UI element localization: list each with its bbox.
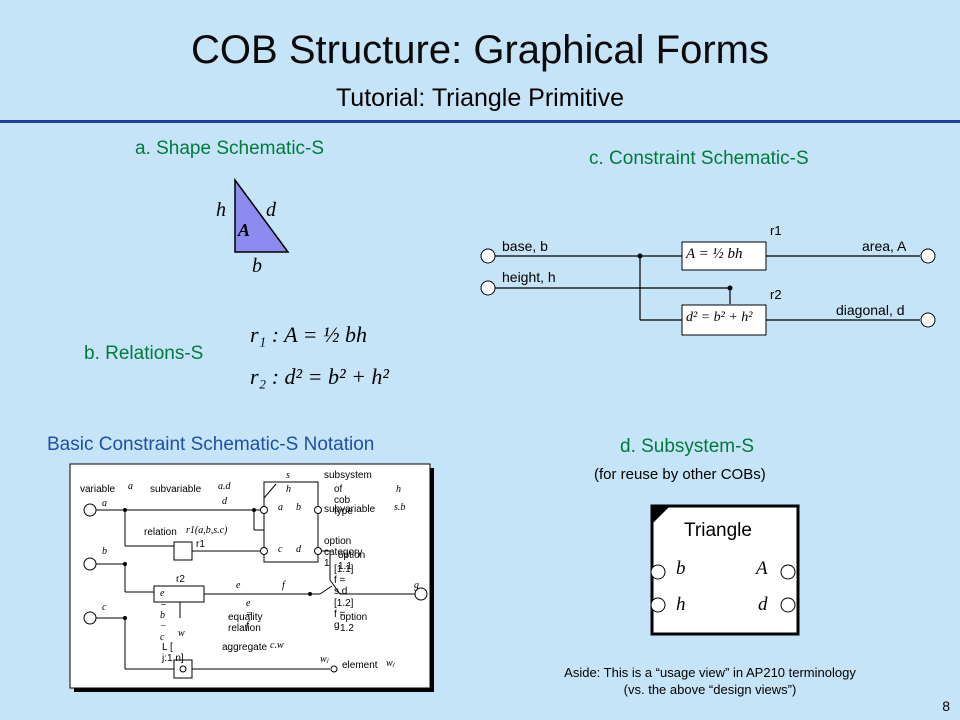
shape-h: h [216, 199, 226, 221]
nt-e-eq-f: e = f [246, 598, 253, 631]
nt-var-a: a [128, 481, 133, 492]
nt-agg-range: L [ j:1,n] [162, 642, 184, 664]
subsystem-box [263, 481, 319, 563]
shape-d: d [266, 199, 276, 221]
port-base [480, 248, 496, 264]
relation-box [173, 541, 193, 561]
slide-title: COB Structure: Graphical Forms [191, 28, 769, 72]
nt-element: element [342, 660, 378, 671]
relation-r2: r₂ : d² = b² + h² [250, 364, 390, 389]
nt-e: e [236, 580, 241, 591]
shape-A: A [238, 220, 251, 240]
title-divider [0, 120, 960, 123]
nt-equality: equality relation [228, 612, 263, 634]
subsystem-title: Triangle [684, 520, 752, 541]
label-r1: r1 [770, 223, 782, 238]
aside-line-1: Aside: This is a “usage view” in AP210 t… [564, 665, 856, 680]
nt-w: w [178, 628, 185, 639]
nt-h: h [286, 484, 291, 495]
triangle-shape [234, 177, 290, 253]
eq-r1: A = ½ bh [686, 246, 743, 262]
nt-r2-eq: e = b − c [160, 588, 167, 643]
panel-b-label: b. Relations-S [84, 343, 204, 364]
nt-opt-cat: option category 1 [324, 536, 363, 569]
nt-s: s [286, 470, 290, 481]
nt-wj: wⱼ [320, 654, 329, 665]
nt-opt11-eq: [1.1] f = s.d [334, 564, 354, 597]
port-d [780, 597, 796, 613]
nt-subvariable: subvariable [150, 484, 202, 495]
label-base: base, b [502, 238, 548, 254]
eq-r2: d² = b² + h² [686, 310, 753, 325]
page-number: 8 [942, 698, 950, 714]
notation-panel [69, 463, 431, 689]
slide-subtitle: Tutorial: Triangle Primitive [335, 84, 625, 112]
port-height [480, 280, 496, 296]
panel-c-label: c. Constraint Schematic-S [589, 148, 809, 169]
port-diagonal [920, 312, 936, 328]
nt-d: d [222, 496, 227, 507]
port-b [650, 564, 666, 580]
nt-g: g [414, 580, 419, 591]
nt-sub-ad: a.d [218, 481, 231, 492]
relation-r1: r₁ : A = ½ bh [250, 322, 368, 347]
nt-of-cob: of cob type [334, 484, 353, 517]
nt-subvariable2: subvariable [324, 504, 376, 515]
notation-label: Basic Constraint Schematic-S Notation [47, 434, 375, 455]
nt-port-a: a [278, 502, 283, 513]
panel-d-sublabel: (for reuse by other COBs) [594, 466, 766, 483]
relation-r1-box [681, 241, 767, 271]
label-height: height, h [502, 269, 556, 285]
notation-ports [83, 503, 428, 673]
label-area: area, A [862, 238, 907, 254]
nt-port-d: d [296, 544, 301, 555]
nt-f: f [282, 580, 285, 591]
label-diagonal: diagonal, d [836, 302, 905, 318]
port-A [780, 564, 796, 580]
nt-agg-cw: c.w [270, 640, 284, 651]
nt-opt11: option 1.1 [338, 550, 366, 572]
shape-b: b [252, 255, 262, 277]
subsystem-port-d: d [758, 594, 768, 615]
nt-a: a [102, 498, 107, 509]
subsystem-port-b: b [676, 558, 686, 579]
nt-r2: r2 [176, 574, 185, 585]
nt-r1: r1 [196, 539, 205, 550]
nt-sub-sb: s.b [394, 502, 406, 513]
relation-r2-box [681, 304, 767, 336]
subsystem-port-h: h [676, 594, 686, 615]
aside-line-2: (vs. the above “design views”) [623, 682, 797, 697]
nt-aggregate: aggregate [222, 642, 268, 653]
nt-opt12: option 1.2 [340, 612, 368, 634]
nt-opt12-eq: [1.2] f = g [334, 598, 354, 631]
nt-port-b: b [296, 502, 301, 513]
label-r2: r2 [770, 287, 782, 302]
nt-rel-sig: r1(a,b,s.c) [186, 525, 228, 536]
nt-subsystem: subsystem [324, 470, 372, 481]
nt-type-h: h [396, 484, 401, 495]
constraint-wires [495, 255, 920, 321]
nt-c: c [102, 602, 107, 613]
nt-variable: variable [80, 484, 116, 495]
nt-b: b [102, 546, 107, 557]
nt-port-c: c [278, 544, 283, 555]
port-area [920, 248, 936, 264]
nt-relation: relation [144, 527, 177, 538]
aside-note: Aside: This is a “usage view” in AP210 t… [470, 664, 950, 698]
port-h [650, 597, 666, 613]
panel-d-label: d. Subsystem-S [620, 436, 755, 457]
subsystem-triangle-box [650, 504, 800, 636]
subsystem-port-A: A [756, 558, 768, 579]
panel-a-label: a. Shape Schematic-S [135, 138, 325, 159]
nt-element-w: wⱼ [386, 658, 395, 669]
